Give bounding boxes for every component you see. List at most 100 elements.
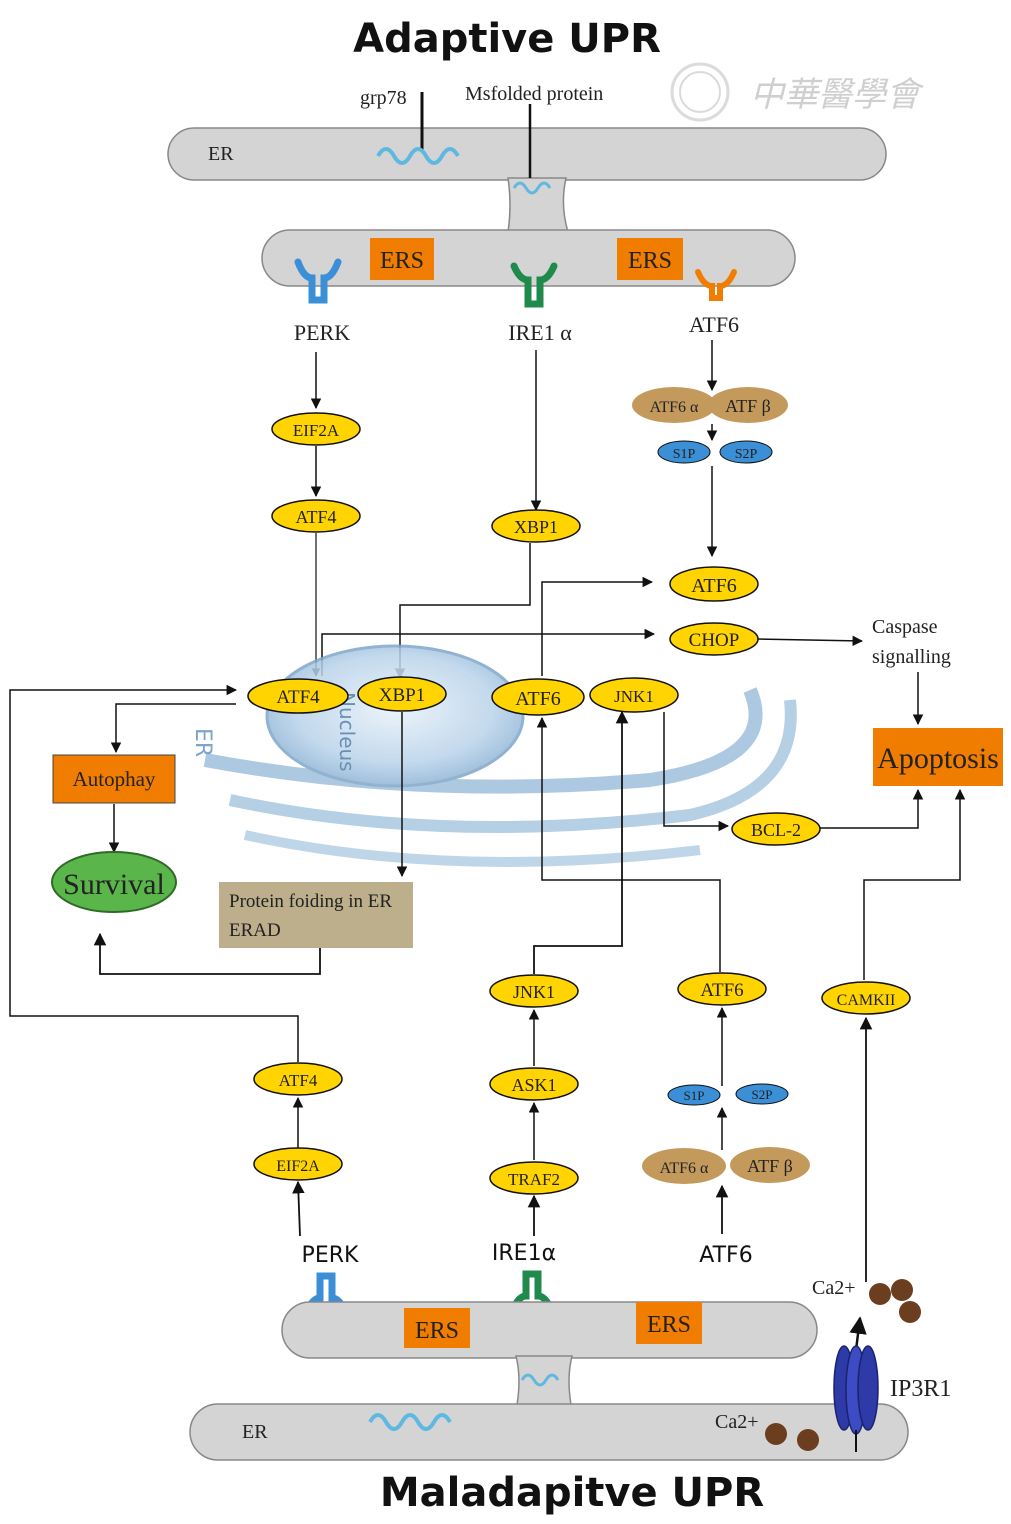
atf6-out-node — [669, 566, 759, 602]
arrow-atf6-bottom-to-nucleus — [536, 716, 721, 972]
traf2-node — [489, 1161, 579, 1195]
arrow-atf6-to-atf6out — [541, 576, 654, 676]
atf6-bottom-upper-label: ATF6 — [700, 980, 743, 1001]
jnk1-bottom-label: JNK1 — [513, 982, 555, 1002]
autophay-label: Autophay — [73, 767, 156, 791]
atfb-top-node — [708, 387, 788, 423]
atf6-out-label: ATF6 — [691, 575, 737, 597]
ip3r1-label: IP3R1 — [890, 1376, 951, 1402]
ers-box-top-right — [617, 238, 683, 280]
atf6-bottom-node — [677, 972, 767, 1006]
arrow-xbp1-nucleus — [394, 543, 531, 680]
er-bottom-label: ER — [242, 1421, 268, 1443]
atf4-bottom-label: ATF4 — [279, 1071, 318, 1090]
protein-folding-label: Protein foiding in ER — [229, 891, 392, 912]
camk-node — [821, 981, 911, 1015]
ip3r1-channel-icon — [833, 1345, 879, 1452]
atf6-nucleus-label: ATF6 — [515, 688, 561, 710]
atf4-nucleus-label: ATF4 — [276, 687, 320, 708]
jnk1-nucleus-label: JNK1 — [614, 687, 654, 706]
arrow-ip3r1-ca — [849, 1316, 867, 1351]
signalling-label: signalling — [872, 646, 951, 668]
s1p-top-node — [657, 440, 711, 464]
survival-label: Survival — [63, 868, 165, 901]
traf2-label: TRAF2 — [508, 1170, 560, 1189]
title-maladaptive-upr: Maladapitve UPR — [380, 1470, 764, 1516]
nucleus-er-illustration — [203, 644, 797, 867]
watermark-seal-icon — [670, 62, 730, 122]
atf4-nucleus-node — [247, 678, 349, 714]
xbp1-top-node — [491, 509, 581, 543]
s2p-bottom-node — [735, 1083, 789, 1105]
ire1-receptor-icon — [510, 262, 558, 308]
chop-label: CHOP — [689, 630, 740, 651]
camk-label: CAMKII — [837, 992, 896, 1009]
ca-dots-bottom-icon — [765, 1423, 819, 1451]
misfolded-bottom-coil-icon — [520, 1373, 560, 1387]
atf6-top-label: ATF6 — [689, 312, 739, 337]
er-bottom-upper-membrane — [281, 1301, 818, 1359]
arrow-bottom-atf4-loop — [9, 684, 299, 1062]
er-top-label: ER — [208, 143, 234, 165]
ask1-node — [489, 1067, 579, 1101]
nucleus-er-label: ER — [190, 728, 215, 757]
atf6a-top-label: ATF6 α — [650, 399, 699, 416]
misfolded-protein-label: Msfolded protein — [465, 83, 603, 105]
s1p-top-label: S1P — [673, 447, 696, 462]
ire1-bottom-label: IRE1α — [492, 1241, 556, 1266]
atf6-nucleus-node — [491, 678, 585, 716]
eif2a-bottom-label: EIF2A — [276, 1158, 320, 1175]
eif2a-bottom-node — [253, 1147, 343, 1181]
atfb-bottom-node — [730, 1147, 810, 1183]
ask1-label: ASK1 — [511, 1075, 556, 1095]
eif2a-top-node — [271, 412, 361, 446]
atf4-top-label: ATF4 — [295, 507, 336, 527]
ers-bottom-left-label: ERS — [415, 1318, 459, 1344]
ca-bottom-label: Ca2+ — [715, 1411, 759, 1433]
atf4-top-node — [271, 499, 361, 533]
atf6a-bottom-label: ATF6 α — [660, 1160, 709, 1177]
eif2a-top-label: EIF2A — [293, 421, 340, 440]
arrow-perk-eif2a-bottom — [292, 1180, 305, 1237]
er-top-membrane — [167, 127, 887, 181]
bcl2-label: BCL-2 — [751, 820, 801, 840]
erad-label: ERAD — [229, 920, 281, 941]
er-bottom-membrane — [189, 1403, 909, 1461]
ers-box-bottom-right — [636, 1302, 702, 1344]
perk-receptor-icon — [294, 258, 342, 304]
xbp1-top-label: XBP1 — [514, 517, 558, 537]
jnk1-bottom-node — [489, 974, 579, 1008]
apoptosis-label: Apoptosis — [877, 742, 999, 775]
xbp1-nucleus-label: XBP1 — [379, 685, 425, 706]
atf6a-bottom-node — [642, 1148, 726, 1184]
autophay-box — [52, 754, 176, 804]
caspase-label: Caspase — [872, 616, 938, 638]
apoptosis-box — [873, 728, 1003, 786]
arrow-jnk1-bcl2 — [663, 712, 730, 832]
bcl2-node — [731, 812, 821, 846]
ca-dots-top-icon — [869, 1279, 921, 1323]
ers-bottom-right-label: ERS — [647, 1312, 691, 1338]
perk-top-label: PERK — [294, 320, 350, 345]
arrow-camk-apoptosis — [863, 788, 966, 980]
ire1-top-label: IRE1 α — [508, 320, 572, 345]
arrow-chop-caspase — [757, 635, 864, 647]
atf6-bottom-label: ATF6 — [699, 1243, 752, 1268]
arrow-jnk1-to-nucleus — [533, 710, 629, 974]
grp78-label: grp78 — [360, 87, 407, 109]
perk-bottom-label: PERK — [302, 1243, 359, 1268]
ca-top-label: Ca2+ — [812, 1277, 856, 1299]
survival-node — [51, 851, 177, 913]
grp78-bottom-coil-icon — [368, 1413, 452, 1431]
watermark-text: 中華醫學會 — [750, 77, 925, 114]
jnk1-nucleus-node — [589, 677, 679, 713]
atf6-receptor-icon — [695, 269, 737, 301]
misfolded-coil-icon — [512, 181, 552, 195]
atfb-bottom-label: ATF β — [747, 1156, 793, 1176]
ers-top-left-label: ERS — [380, 248, 424, 274]
s1p-bottom-label: S1P — [684, 1088, 705, 1103]
s2p-top-label: S2P — [735, 447, 758, 462]
protein-folding-box — [219, 882, 413, 948]
